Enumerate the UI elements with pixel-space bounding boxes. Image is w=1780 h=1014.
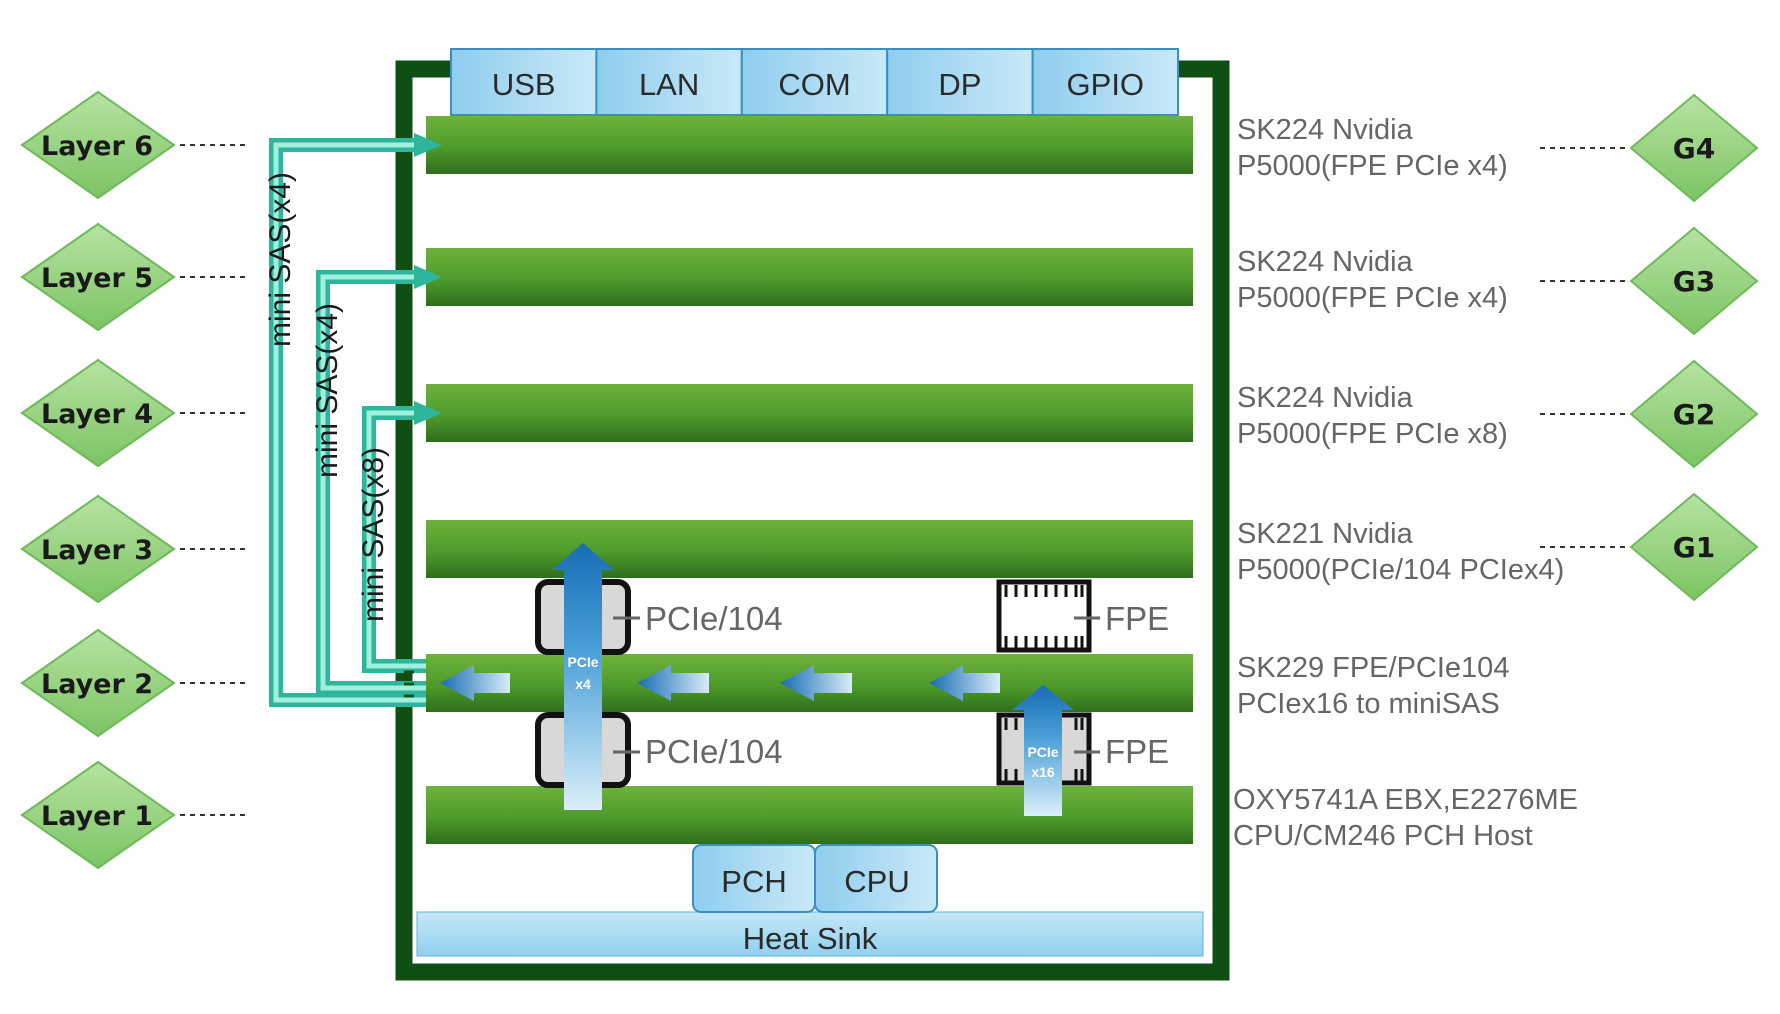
- gpu-badge-g3: G3: [1540, 226, 1759, 336]
- description-line-1: OXY5741A EBX,E2276ME: [1233, 784, 1578, 816]
- pcie-x4-label-1: PCIe: [567, 654, 598, 670]
- heat-sink: Heat Sink: [416, 911, 1204, 957]
- mini-sas-cables: [269, 133, 442, 707]
- cpu-label: CPU: [844, 864, 909, 899]
- heat-sink-label: Heat Sink: [743, 921, 878, 956]
- io-port-label: GPIO: [1067, 67, 1145, 102]
- layer-diamonds: Layer 6 Layer 5 Layer 4 Layer 3 Layer 2 Layer…: [20, 90, 250, 870]
- fpe-connector-upper: [996, 579, 1092, 653]
- description-line-1: SK224 Nvidia: [1237, 114, 1414, 146]
- pcie-x16-arrow: PCIe x16: [1012, 685, 1074, 816]
- io-port-gpio: GPIO: [1031, 48, 1179, 116]
- description-line-2: PCIex16 to miniSAS: [1237, 688, 1500, 720]
- flow-arrow: [440, 665, 510, 701]
- layer-badge: Layer 5: [20, 222, 250, 332]
- layer-label: Layer 5: [41, 263, 153, 294]
- description-line-2: P5000(FPE PCIe x4): [1237, 150, 1508, 182]
- layer-badge: Layer 1: [20, 760, 250, 870]
- board-layer-5: [426, 248, 1193, 306]
- gpu-label: G2: [1673, 398, 1715, 431]
- flow-arrow: [637, 665, 709, 701]
- fpe-upper-label: FPE: [1105, 600, 1169, 637]
- layer-badge: Layer 4: [20, 358, 250, 468]
- pcie-x16-label-1: PCIe: [1027, 744, 1058, 760]
- gpu-badge-g2: G2: [1540, 359, 1759, 469]
- gpu-label: G1: [1673, 531, 1715, 564]
- board-layer-1: [426, 786, 1193, 844]
- pch-label: PCH: [721, 864, 786, 899]
- flow-arrow: [929, 665, 1000, 701]
- mini-sas-label-2: mini SAS(x4): [311, 303, 344, 478]
- description-line-1: SK224 Nvidia: [1237, 382, 1414, 414]
- description-line-1: SK221 Nvidia: [1237, 518, 1414, 550]
- connector-leaders: [613, 616, 1100, 754]
- layer-label: Layer 2: [41, 669, 153, 700]
- mini-sas-label-3: mini SAS(x8): [357, 447, 390, 622]
- layer-label: Layer 1: [41, 801, 153, 832]
- io-port-label: DP: [938, 67, 981, 102]
- description-line-2: P5000(FPE PCIe x4): [1237, 282, 1508, 314]
- layer-badge: Layer 6: [20, 90, 250, 200]
- gpu-label: G3: [1673, 265, 1715, 298]
- layer-description: OXY5741A EBX,E2276ME CPU/CM246 PCH Host: [1233, 784, 1578, 852]
- pcie-x4-arrow: PCIe x4: [552, 543, 614, 810]
- board-layer-3: [426, 520, 1193, 578]
- gpu-badge-g4: G4: [1540, 93, 1759, 203]
- pcie104-lower-label: PCIe/104: [645, 733, 783, 770]
- pcie-x4-label-2: x4: [575, 676, 591, 692]
- gpu-badge-g1: G1: [1540, 492, 1759, 602]
- io-port-strip: USB LAN COM DP GPIO: [450, 48, 1179, 116]
- io-port-label: COM: [778, 67, 850, 102]
- layer-badge: Layer 2: [20, 628, 250, 738]
- pch-chip: PCH: [692, 844, 816, 913]
- description-line-1: SK224 Nvidia: [1237, 246, 1414, 278]
- io-port-lan: LAN: [595, 48, 743, 116]
- description-line-2: P5000(FPE PCIe x8): [1237, 418, 1508, 450]
- layer-label: Layer 3: [41, 535, 153, 566]
- layer-label: Layer 6: [41, 131, 153, 162]
- description-line-1: SK229 FPE/PCIe104: [1237, 652, 1509, 684]
- io-port-com: COM: [740, 48, 889, 116]
- cpu-chip: CPU: [814, 844, 938, 913]
- io-port-label: USB: [492, 67, 556, 102]
- flow-arrows-layer2: [440, 665, 1000, 701]
- pcie104-upper-label: PCIe/104: [645, 600, 783, 637]
- io-port-usb: USB: [450, 48, 598, 116]
- gpu-label: G4: [1673, 132, 1715, 165]
- io-port-dp: DP: [886, 48, 1034, 116]
- fpe-lower-label: FPE: [1105, 733, 1169, 770]
- mini-sas-label-1: mini SAS(x4): [264, 172, 297, 347]
- board-layer-6: [426, 116, 1193, 174]
- board-layer-4: [426, 384, 1193, 442]
- layer-label: Layer 4: [41, 399, 153, 430]
- description-line-2: CPU/CM246 PCH Host: [1233, 820, 1533, 852]
- layer-badge: Layer 3: [20, 494, 250, 604]
- flow-arrow: [780, 665, 852, 701]
- io-port-label: LAN: [639, 67, 699, 102]
- description-line-2: P5000(PCIe/104 PCIex4): [1237, 554, 1564, 586]
- pcie-x16-label-2: x16: [1031, 764, 1055, 780]
